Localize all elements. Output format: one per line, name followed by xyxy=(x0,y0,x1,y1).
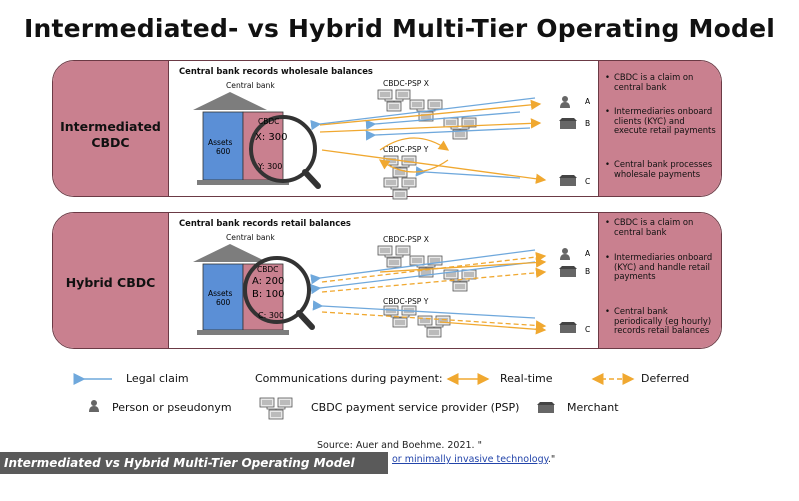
intermediated-assets-line1: Assets xyxy=(208,138,233,147)
intermediated-arrows xyxy=(310,97,547,184)
intermediated-merchant-c-icon xyxy=(559,175,577,186)
intermediated-central-bank-icon xyxy=(193,92,321,189)
intermediated-psp-y-icon-2 xyxy=(383,177,417,200)
page-title: Intermediated- vs Hybrid Multi-Tier Oper… xyxy=(23,14,776,43)
hybrid-ledger-title: CBDC xyxy=(257,265,278,274)
hybrid-assets-line2: 600 xyxy=(216,298,231,307)
hybrid-bullet-1: CBDC is a claim on central bank xyxy=(605,217,717,237)
hybrid-psp-x-icon xyxy=(377,245,411,268)
hybrid-ledger-row-a: A: 200 xyxy=(252,276,284,287)
hybrid-psp-y-label: CBDC-PSP Y xyxy=(383,297,429,306)
hybrid-bullet-3: Central bank periodically (eg hourly) re… xyxy=(605,306,717,336)
hybrid-person-a-icon xyxy=(560,248,570,260)
hybrid-label-line1: Hybrid CBDC xyxy=(65,275,156,290)
intermediated-ledger-title: CBDC xyxy=(258,117,279,126)
legend-person-icon xyxy=(89,400,99,412)
intermediated-merchant-b-icon xyxy=(559,118,577,129)
hybrid-merchant-c-icon xyxy=(559,322,577,333)
legend-merchant: Merchant xyxy=(567,401,619,414)
hybrid-bullet-2: Intermediaries onboard (KYC) and handle … xyxy=(605,252,717,282)
hybrid-arrows xyxy=(310,249,547,335)
intermediated-user-b: B xyxy=(585,119,590,128)
intermediated-psp-x-icon-3 xyxy=(443,117,477,140)
hybrid-central-bank-icon xyxy=(193,244,315,335)
intermediated-psp-x-icon xyxy=(377,89,411,112)
intermediated-label-line1: Intermediated xyxy=(60,119,161,134)
source-link[interactable]: or minimally invasive technology xyxy=(392,454,548,465)
hybrid-user-c: C xyxy=(585,325,590,334)
legend-realtime: Real-time xyxy=(500,372,553,385)
image-caption: Intermediated vs Hybrid Multi-Tier Opera… xyxy=(0,452,388,474)
legend-legal-claim: Legal claim xyxy=(126,372,189,385)
intermediated-person-a-icon xyxy=(560,96,570,108)
intermediated-label-line2: CBDC xyxy=(91,135,130,150)
source-suffix: ." xyxy=(547,454,556,465)
intermediated-heading: Central bank records wholesale balances xyxy=(179,66,373,76)
hybrid-psp-x-icon-3 xyxy=(443,269,477,292)
hybrid-ledger-row-b: B: 100 xyxy=(252,289,285,300)
intermediated-psp-y-label: CBDC-PSP Y xyxy=(383,145,429,154)
intermediated-ledger-row-y: Y: 300 xyxy=(257,162,282,171)
intermediated-user-c: C xyxy=(585,177,590,186)
intermediated-assets-line2: 600 xyxy=(216,147,231,156)
source-citation: Source: Auer and Boehme. 2021. " xyxy=(0,440,799,451)
hybrid-ledger-row-c: C: 300 xyxy=(258,311,284,320)
legend-psp: CBDC payment service provider (PSP) xyxy=(311,401,520,414)
hybrid-assets-line1: Assets xyxy=(208,289,233,298)
hybrid-label-box: Hybrid CBDC xyxy=(53,213,169,348)
legend-psp-icon xyxy=(259,397,293,420)
intermediated-bullet-3: Central bank processes wholesale payment… xyxy=(605,159,717,179)
hybrid-merchant-b-icon xyxy=(559,266,577,277)
legend-person: Person or pseudonym xyxy=(112,401,232,414)
intermediated-bullet-1: CBDC is a claim on central bank xyxy=(605,72,717,92)
hybrid-central-bank-label: Central bank xyxy=(226,233,275,242)
intermediated-central-bank-label: Central bank xyxy=(226,81,275,90)
intermediated-panel: Intermediated CBDC Central bank records … xyxy=(52,60,722,197)
intermediated-psp-x-icon-2 xyxy=(409,99,443,122)
hybrid-heading: Central bank records retail balances xyxy=(179,218,351,228)
intermediated-notes: CBDC is a claim on central bank Intermed… xyxy=(598,61,721,196)
hybrid-user-a: A xyxy=(585,249,591,258)
legend-deferred: Deferred xyxy=(641,372,690,385)
legend-merchant-icon xyxy=(537,402,555,413)
intermediated-ledger-row-x: X: 300 xyxy=(255,132,288,143)
source-link-line: or minimally invasive technology." xyxy=(392,454,555,465)
source-prefix: Source: Auer and Boehme. 2021. " xyxy=(317,440,482,451)
hybrid-psp-x-label: CBDC-PSP X xyxy=(383,235,429,244)
hybrid-notes: CBDC is a claim on central bank Intermed… xyxy=(598,213,721,348)
hybrid-user-b: B xyxy=(585,267,590,276)
intermediated-user-a: A xyxy=(585,97,591,106)
intermediated-label-box: Intermediated CBDC xyxy=(53,61,169,196)
intermediated-bullet-2: Intermediaries onboard clients (KYC) and… xyxy=(605,106,717,136)
intermediated-psp-x-label: CBDC-PSP X xyxy=(383,79,429,88)
legend-communications: Communications during payment: xyxy=(255,372,443,385)
